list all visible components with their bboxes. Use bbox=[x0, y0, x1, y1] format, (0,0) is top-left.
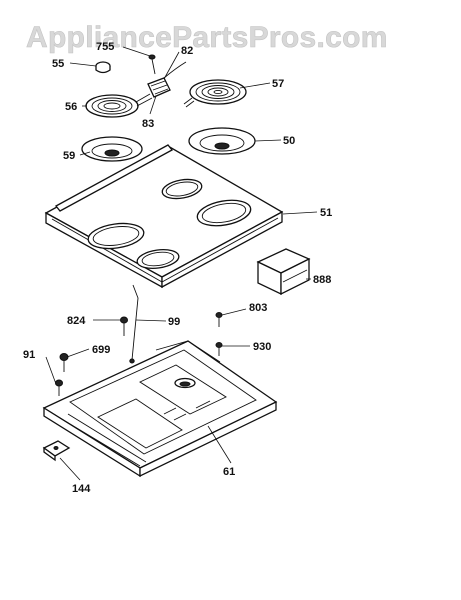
callout-57: 57 bbox=[272, 78, 284, 90]
callout-824: 824 bbox=[67, 315, 86, 327]
callout-51: 51 bbox=[320, 207, 332, 219]
bracket-144 bbox=[42, 440, 71, 462]
callout-144: 144 bbox=[72, 483, 91, 495]
rod-99 bbox=[129, 284, 139, 364]
callout-888: 888 bbox=[313, 274, 331, 286]
surface-element-57 bbox=[183, 79, 247, 108]
callout-61: 61 bbox=[223, 466, 235, 478]
callout-755: 755 bbox=[96, 41, 114, 53]
drip-pan-50 bbox=[188, 127, 256, 155]
callout-55: 55 bbox=[52, 58, 64, 70]
callout-50: 50 bbox=[283, 135, 295, 147]
cap-55 bbox=[95, 61, 111, 74]
callout-99: 99 bbox=[168, 316, 180, 328]
drip-pan-59 bbox=[81, 136, 143, 162]
callout-803: 803 bbox=[249, 302, 267, 314]
surface-element-56 bbox=[85, 93, 153, 118]
watermark: AppliancePartsPros.com bbox=[26, 21, 388, 54]
screw-91 bbox=[55, 379, 63, 396]
cooktop-51 bbox=[44, 144, 284, 289]
screw-755 bbox=[148, 54, 156, 75]
chassis-61 bbox=[42, 340, 278, 478]
block-888 bbox=[256, 248, 311, 296]
callout-59: 59 bbox=[63, 150, 75, 162]
screw-699 bbox=[59, 353, 69, 372]
screw-930 bbox=[215, 342, 223, 356]
callout-83: 83 bbox=[142, 118, 154, 130]
screw-824 bbox=[120, 316, 128, 336]
callout-699: 699 bbox=[92, 344, 110, 356]
callout-91: 91 bbox=[23, 349, 35, 361]
callout-82: 82 bbox=[181, 45, 193, 57]
callout-56: 56 bbox=[65, 101, 77, 113]
screw-803 bbox=[215, 312, 223, 327]
leader-lines bbox=[45, 46, 318, 481]
callout-930: 930 bbox=[253, 341, 271, 353]
terminal-block-82 bbox=[147, 61, 187, 98]
